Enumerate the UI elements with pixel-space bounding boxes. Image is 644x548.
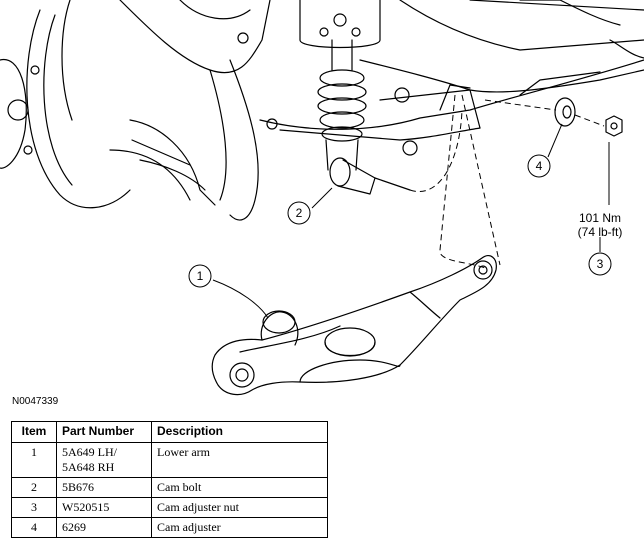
cam-bolt-drawing — [329, 157, 411, 195]
part-number-line: 5A648 RH — [62, 460, 115, 474]
coil-spring-shock-drawing — [299, 0, 381, 171]
callout-2: 2 — [287, 201, 311, 225]
subframe-drawing — [259, 0, 644, 156]
cell-part-number: 5B676 — [56, 477, 152, 498]
cell-description: Cam adjuster — [151, 517, 328, 538]
cell-description: Cam bolt — [151, 477, 328, 498]
table-row: 4 6269 Cam adjuster — [11, 517, 328, 538]
cell-description: Cam adjuster nut — [151, 497, 328, 518]
torque-imperial: (74 lb-ft) — [578, 225, 623, 239]
callout-1: 1 — [188, 264, 212, 288]
brake-rotor-drawing — [0, 0, 131, 209]
drawing-number: N0047339 — [12, 396, 59, 407]
knuckle-drawing — [109, 0, 278, 221]
cam-adjuster-nut-drawing — [605, 115, 623, 137]
torque-value: 101 Nm — [579, 211, 621, 225]
parts-table: Item Part Number Description 1 5A649 LH/… — [11, 421, 328, 538]
cell-part-number: 5A649 LH/5A648 RH — [56, 442, 152, 478]
assembly-guide-lines — [409, 94, 605, 269]
table-header-row: Item Part Number Description — [11, 421, 328, 443]
svg-text:3: 3 — [597, 257, 604, 271]
cell-part-number: W520515 — [56, 497, 152, 518]
cell-part-number: 6269 — [56, 517, 152, 538]
header-part-number: Part Number — [56, 421, 152, 443]
header-item: Item — [11, 421, 57, 443]
svg-text:4: 4 — [536, 159, 543, 173]
cell-item: 2 — [11, 477, 57, 498]
lower-arm-drawing — [211, 255, 497, 396]
cell-item: 4 — [11, 517, 57, 538]
svg-text:2: 2 — [296, 206, 303, 220]
callout-4: 4 — [527, 154, 551, 178]
header-description: Description — [151, 421, 328, 443]
svg-text:1: 1 — [197, 269, 204, 283]
table-row: 2 5B676 Cam bolt — [11, 477, 328, 498]
cell-description: Lower arm — [151, 442, 328, 478]
callout-3: 3 — [588, 252, 612, 276]
cam-adjuster-drawing — [554, 97, 576, 127]
part-number-line: 5A649 LH/ — [62, 445, 117, 459]
table-row: 1 5A649 LH/5A648 RH Lower arm — [11, 442, 328, 478]
callout-leaders — [212, 123, 610, 319]
cell-item: 1 — [11, 442, 57, 478]
cell-item: 3 — [11, 497, 57, 518]
table-row: 3 W520515 Cam adjuster nut — [11, 497, 328, 518]
